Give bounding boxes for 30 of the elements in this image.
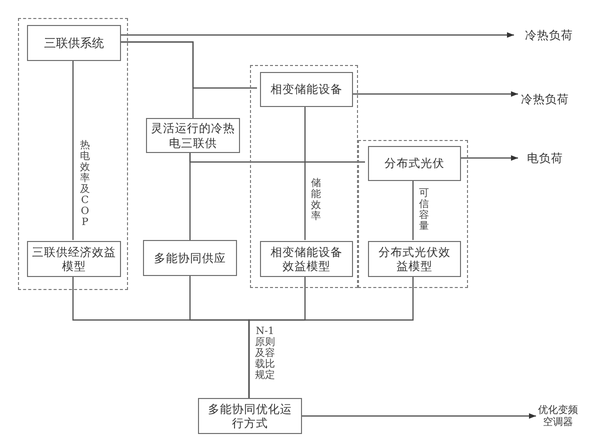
output-label: 冷热负荷	[520, 82, 570, 116]
process-box: 多能协同供应	[143, 240, 237, 276]
connector-line	[72, 60, 74, 240]
process-box: 三联供经济效益模型	[27, 241, 121, 277]
process-box: 灵活运行的冷热电三联供	[146, 118, 240, 153]
process-box: 分布式光伏效益模型	[368, 241, 461, 277]
connector-line	[248, 276, 414, 398]
arrow	[120, 32, 514, 38]
edge-label: 储能效率	[311, 178, 321, 222]
process-box: 分布式光伏	[368, 146, 461, 181]
output-label: 电负荷	[520, 149, 570, 167]
arrow	[352, 91, 518, 97]
arrow	[302, 413, 536, 419]
output-label: 冷热负荷	[516, 26, 582, 44]
edge-label: 可信容量	[419, 188, 429, 232]
connector-line	[304, 106, 306, 240]
connector-line	[189, 153, 365, 163]
process-box: 相变储能设备效益模型	[260, 241, 353, 277]
edge-label: 热电效率及COP	[80, 140, 90, 228]
dashed-group-box	[358, 140, 468, 288]
edge-label: N-1原则及容载比规定	[254, 326, 276, 381]
process-box: 三联供系统	[27, 25, 121, 61]
process-box: 相变储能设备	[260, 72, 353, 107]
dashed-group-box	[18, 18, 128, 290]
arrow	[460, 155, 518, 161]
output-label: 优化变频空调器	[538, 392, 578, 442]
dashed-group-box	[250, 65, 358, 288]
connector-line	[412, 180, 414, 240]
process-box: 多能协同优化运行方式	[198, 398, 302, 434]
connector-line	[120, 41, 257, 89]
